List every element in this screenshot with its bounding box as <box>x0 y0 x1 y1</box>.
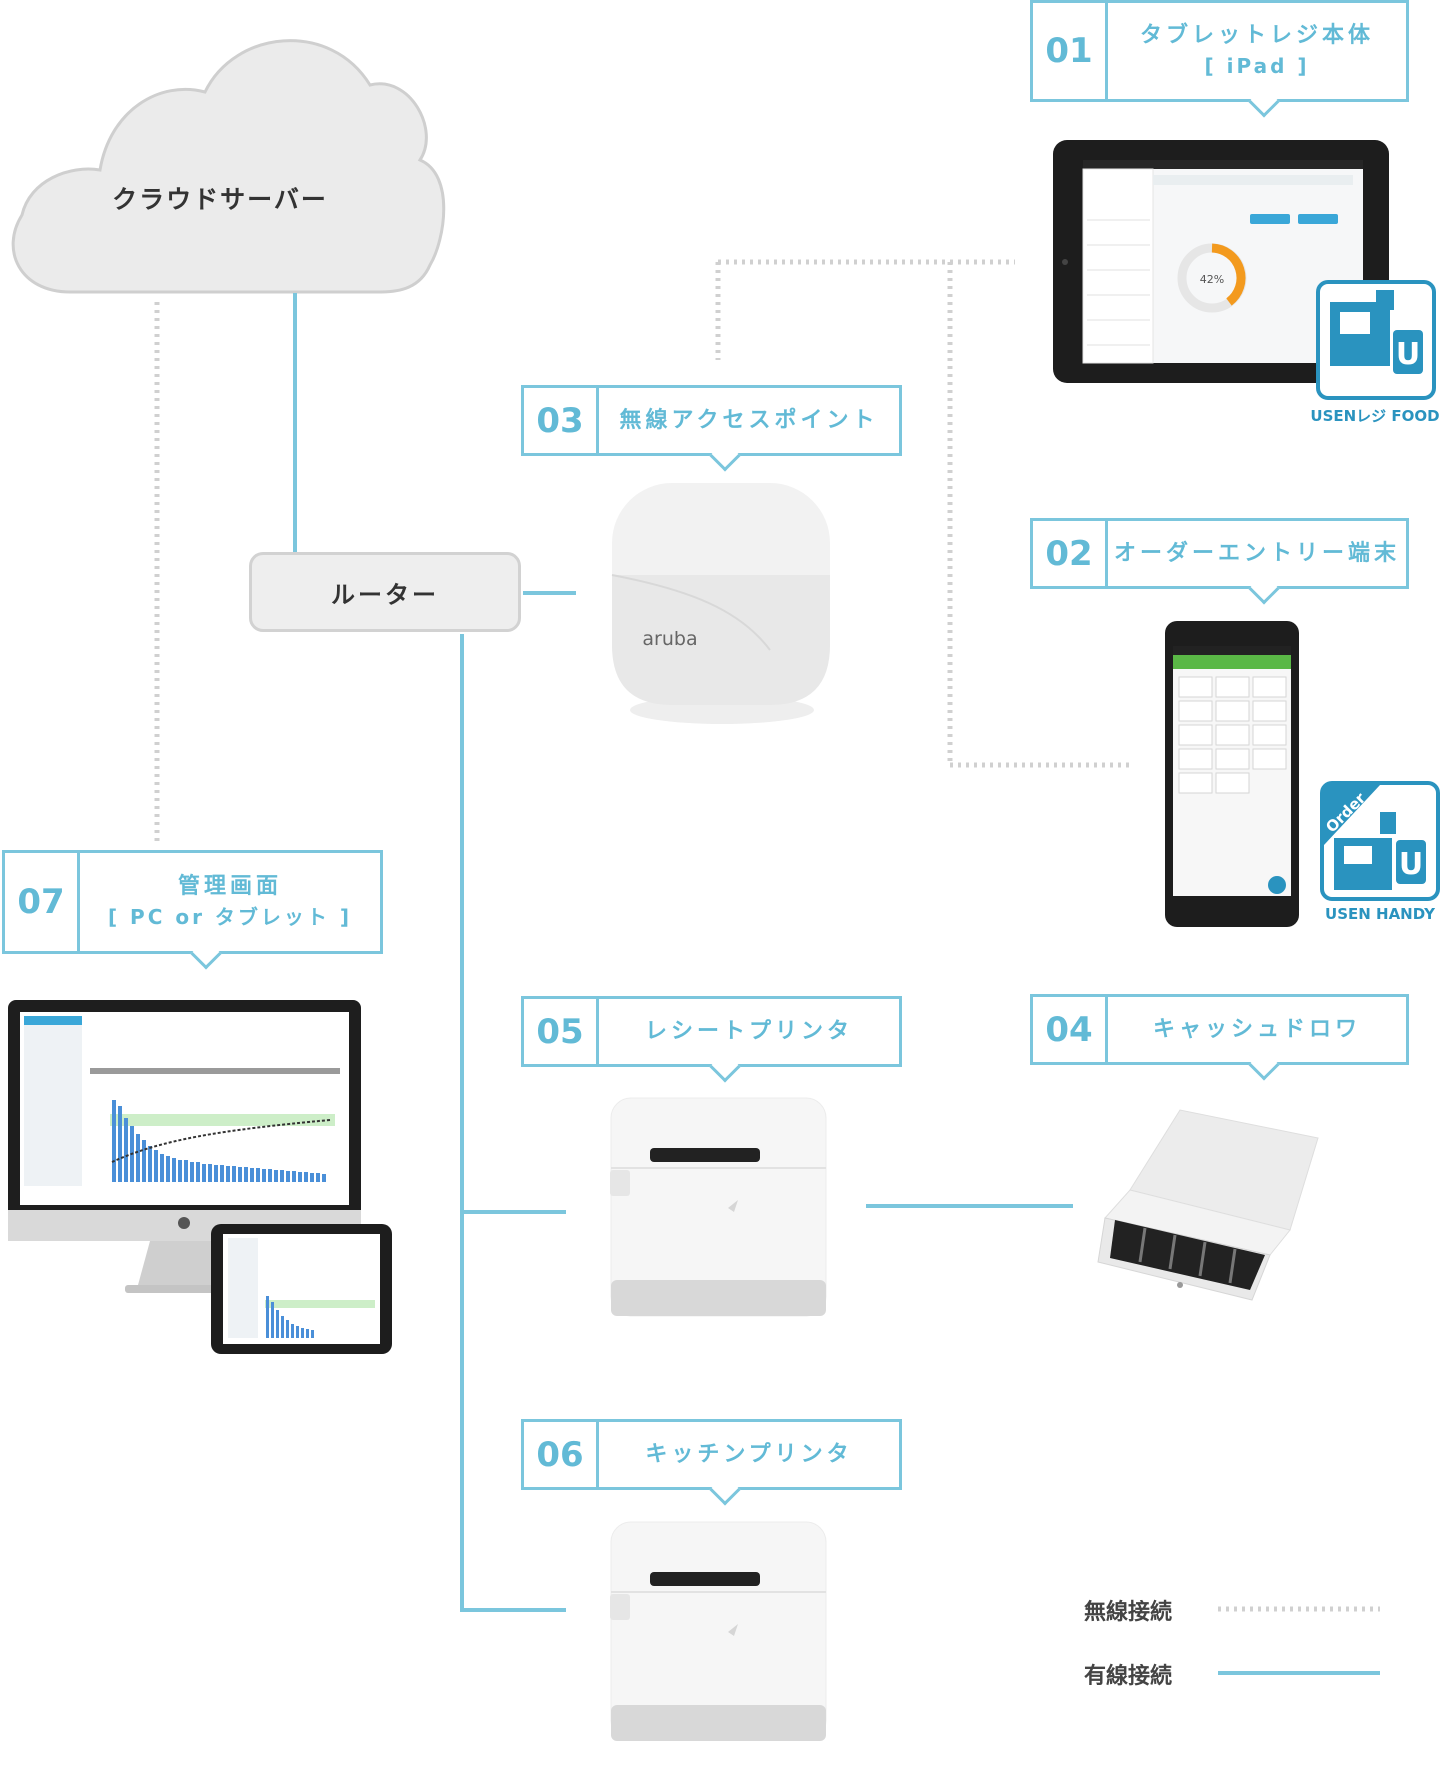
cloud-shape <box>11 39 446 294</box>
usen-handy-badge: Order U <box>1320 781 1440 901</box>
receipt-printer-device <box>610 1097 827 1317</box>
label-04: 04 キャッシュドロワ <box>1030 994 1409 1081</box>
kitchen-printer-device <box>610 1521 827 1741</box>
tablet-percent: 42% <box>1200 273 1224 286</box>
label-number: 02 <box>1033 521 1108 586</box>
label-number: 05 <box>524 999 599 1064</box>
label-03: 03 無線アクセスポイント <box>521 385 902 472</box>
label-name: キッチンプリンタ <box>645 1441 853 1467</box>
svg-text:U: U <box>1396 337 1420 372</box>
label-name: オーダーエントリー端末 <box>1113 540 1400 566</box>
label-02: 02 オーダーエントリー端末 <box>1030 518 1409 605</box>
label-05: 05 レシートプリンタ <box>521 996 902 1083</box>
label-number: 07 <box>5 853 80 951</box>
usen-food-badge: U <box>1316 280 1436 400</box>
wired-lines <box>293 293 1380 1675</box>
wireless-lines <box>154 259 1380 1612</box>
label-number: 04 <box>1033 997 1108 1062</box>
legend-wired-label: 有線接続 <box>1084 1664 1173 1689</box>
label-number: 06 <box>524 1422 599 1487</box>
label-sub: [ iPad ] <box>1204 54 1310 78</box>
label-name: 無線アクセスポイント <box>619 407 879 433</box>
svg-text:U: U <box>1399 847 1423 882</box>
label-07: 07 管理画面 [ PC or タブレット ] <box>2 850 383 970</box>
label-06: 06 キッチンプリンタ <box>521 1419 902 1506</box>
aruba-logo: aruba <box>642 628 697 650</box>
usen-handy-caption: USEN HANDY <box>1325 905 1435 923</box>
ipad-device: 42% <box>1053 140 1389 383</box>
router-box: ルーター <box>249 552 521 632</box>
label-01: 01 タブレットレジ本体 [ iPad ] <box>1030 0 1409 118</box>
label-name: レシートプリンタ <box>644 1018 853 1044</box>
usen-food-caption: USENレジ FOOD <box>1310 407 1440 425</box>
label-number: 01 <box>1033 3 1108 99</box>
handy-device <box>1165 621 1299 927</box>
cash-drawer-device <box>1097 1109 1319 1301</box>
access-point-device: aruba <box>611 483 830 724</box>
router-label: ルーター <box>331 580 439 609</box>
admin-tablet-device <box>211 1224 392 1354</box>
label-number: 03 <box>524 388 599 453</box>
legend-wireless-label: 無線接続 <box>1084 1600 1173 1625</box>
label-name: 管理画面 <box>177 874 282 899</box>
pc-monitor-device <box>8 1000 361 1293</box>
cloud-label: クラウドサーバー <box>112 185 328 214</box>
label-name: タブレットレジ本体 <box>1139 23 1374 48</box>
label-name: キャッシュドロワ <box>1152 1016 1361 1042</box>
label-sub: [ PC or タブレット ] <box>107 905 353 929</box>
